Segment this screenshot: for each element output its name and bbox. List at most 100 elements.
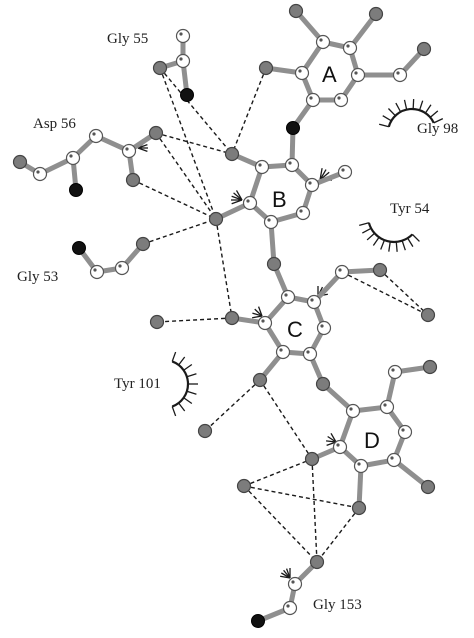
atom-h2 [287,576,303,592]
atom-d7 [315,376,331,392]
atom-q6 [121,143,137,159]
atom-a7 [288,3,304,19]
hydrophobic-arc-gly98 [378,99,444,128]
residue-label-tyr101: Tyr 101 [114,376,161,392]
atom-c11 [149,314,165,330]
hydrophobic-arc-tyr101 [171,351,198,417]
contact-fan-b6 [231,190,243,205]
atom-a3 [350,67,366,83]
atom-a10 [392,67,408,83]
hbond-q7-b9 [155,132,217,220]
atom-b6 [242,195,258,211]
hbond-d13-d11 [243,485,360,509]
atom-c13 [197,423,213,439]
atom-a1 [315,34,331,50]
atom-q7 [148,125,164,141]
atom-q2 [32,166,48,182]
atom-d10 [420,479,436,495]
atom-d13 [236,478,252,494]
ring-label-c: C [287,317,303,342]
atom-c3 [316,320,332,336]
atom-a11 [416,41,432,57]
atom-c7 [334,264,350,280]
atom-b7 [224,146,240,162]
atom-b9 [208,211,224,227]
residue-label-gly98: Gly 98 [417,121,458,137]
residue-label-asp56: Asp 56 [33,116,76,132]
atom-p4 [180,88,194,102]
atom-a9 [258,60,274,76]
atom-d3 [397,424,413,440]
atom-q3 [65,150,81,166]
ring-label-a: A [322,62,337,87]
hydrogen-bonds [132,67,429,563]
atom-a8 [368,6,384,22]
atom-c5 [275,344,291,360]
atom-c4 [302,346,318,362]
residue-label-gly55: Gly 55 [107,31,148,47]
hbond-p3-b7 [159,67,233,155]
atom-d2 [379,399,395,415]
hbond-d13-d12 [243,458,313,487]
atom-d5 [353,458,369,474]
atom-q5 [88,128,104,144]
atom-r1 [72,241,86,255]
covalent-bonds [17,8,433,624]
atom-c1 [280,289,296,305]
hbond-c7-c9 [341,271,429,316]
atom-r2 [89,264,105,280]
ring-label-d: D [364,428,380,453]
atom-h1 [309,554,325,570]
hbond-d13-h1 [243,485,318,563]
hbond-r4-b9 [142,218,217,245]
atom-b3 [304,177,320,193]
atom-b2 [284,157,300,173]
atom-p2 [175,53,191,69]
hbond-p3-b9 [159,67,217,220]
bond-d4-d10 [391,457,431,490]
contact-fan-c6 [252,306,263,319]
atom-l1 [266,256,282,272]
atom-d11 [351,500,367,516]
atom-b1 [254,159,270,175]
atom-c8 [372,262,388,278]
atom-b4 [295,205,311,221]
atom-b5 [263,214,279,230]
contact-fan-d6 [325,433,337,447]
atom-a6 [294,65,310,81]
contact-fan-h2 [280,568,291,579]
atom-d4 [386,452,402,468]
atom-c9 [420,307,436,323]
bond-a2-a8 [347,11,379,51]
residue-label-tyr54: Tyr 54 [390,201,430,217]
atom-c10 [224,310,240,326]
residue-label-gly153: Gly 153 [313,597,362,613]
hbond-c12-d12 [259,379,313,460]
atom-q8 [125,172,141,188]
atom-a12 [286,121,300,135]
atom-r3 [114,260,130,276]
hbond-d12-h1 [311,458,318,563]
hbond-q7-b7 [155,132,233,155]
hbond-d11-h1 [316,507,360,563]
hbond-c10-c11 [156,317,233,323]
atom-d12 [304,451,320,467]
hbond-c8-c9 [379,269,429,316]
atom-q4 [69,183,83,197]
hbond-b9-c10 [215,218,233,319]
hbond-q8-b9 [132,179,217,220]
hydrophobic-arc-tyr54 [359,222,420,252]
atom-c12 [252,372,268,388]
atom-r4 [135,236,151,252]
atom-h3 [282,600,298,616]
hbond-a9-b7 [231,67,267,155]
atom-d1 [345,403,361,419]
atom-a4 [333,92,349,108]
atom-c6 [257,315,273,331]
atom-p1 [175,28,191,44]
residue-label-gly53: Gly 53 [17,269,58,285]
ring-label-b: B [272,187,287,212]
atoms [12,3,438,628]
atom-a2 [342,40,358,56]
